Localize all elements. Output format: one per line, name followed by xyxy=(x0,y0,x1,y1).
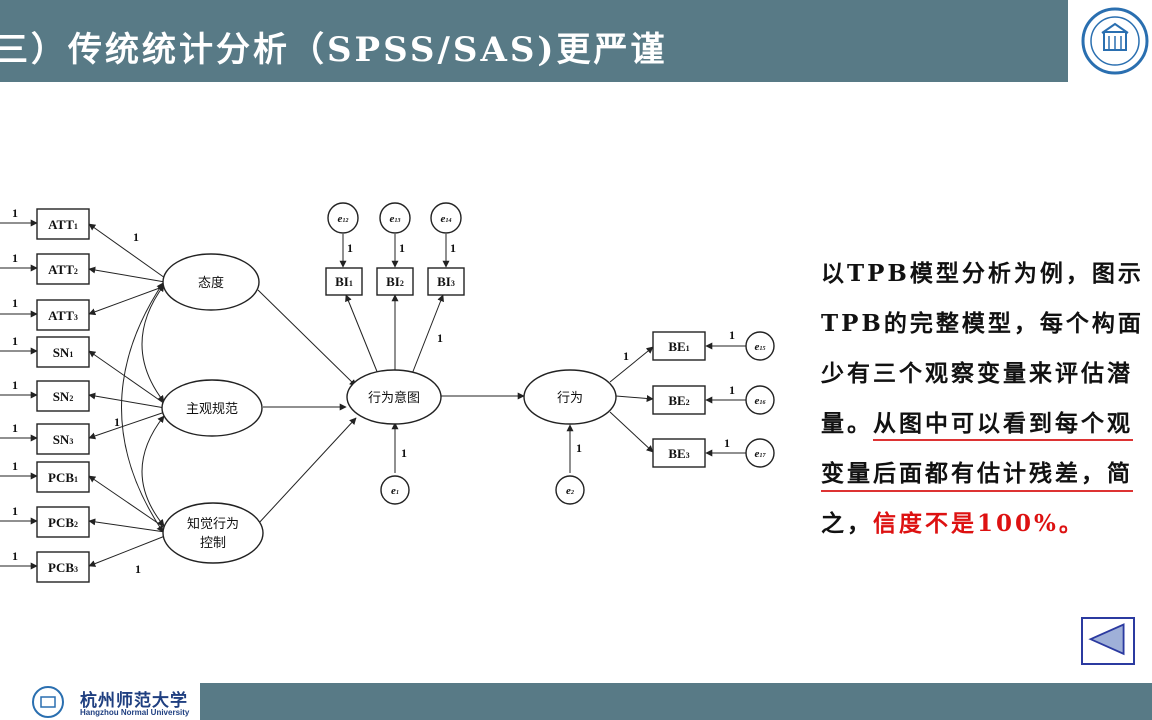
error-e2 xyxy=(555,475,585,505)
observed-att3 xyxy=(36,299,90,331)
label-intention: 行为意图 xyxy=(368,390,420,405)
svg-text:BI3: BI3 xyxy=(437,274,455,289)
loading-1: 1 xyxy=(724,436,730,450)
text-line-4: 量。从图中可以看到每个观 xyxy=(821,404,1133,441)
error-e14 xyxy=(430,202,462,234)
label-behavior: 行为 xyxy=(557,390,583,405)
label-attitude: 态度 xyxy=(198,275,224,290)
text-line-4a: 量。 xyxy=(821,410,873,437)
svg-text:BI1: BI1 xyxy=(335,274,353,289)
observed-pcb1 xyxy=(36,461,90,493)
text-line-5: 变量后面都有估计残差，简 xyxy=(821,454,1133,492)
observed-pcb2 xyxy=(36,506,90,538)
observed-be1 xyxy=(652,331,706,361)
loading-1: 1 xyxy=(450,241,456,255)
back-button[interactable] xyxy=(1081,617,1135,665)
loading-1: 1 xyxy=(12,504,18,518)
latent-pbc xyxy=(162,502,264,564)
label-pbc-1: 知觉行为 xyxy=(187,516,239,531)
svg-text:e2: e2 xyxy=(566,485,574,497)
svg-text:e12: e12 xyxy=(338,213,349,225)
text-line-1: 以TPB模型分析为例，图示 xyxy=(821,260,1144,287)
loading-1: 1 xyxy=(114,415,120,429)
observed-sn1 xyxy=(36,336,90,368)
label-subjective-norm: 主观规范 xyxy=(186,401,238,416)
loading-1: 1 xyxy=(12,334,18,348)
latent-subjective-norm xyxy=(161,379,263,437)
triangle-left-icon xyxy=(1088,623,1125,656)
svg-text:e16: e16 xyxy=(755,395,766,407)
error-e15 xyxy=(745,331,775,361)
observed-bi2 xyxy=(376,267,414,296)
svg-text:ATT3: ATT3 xyxy=(48,308,78,323)
observed-att2 xyxy=(36,253,90,285)
observed-att1 xyxy=(36,208,90,240)
error-e1 xyxy=(380,475,410,505)
loading-1: 1 xyxy=(729,383,735,397)
latent-attitude xyxy=(162,253,260,311)
observed-be3 xyxy=(652,438,706,468)
text-line-4b: 从图中可以看到每个观 xyxy=(873,410,1133,441)
loading-1: 1 xyxy=(12,296,18,310)
loading-1: 1 xyxy=(12,206,18,220)
observed-sn3 xyxy=(36,423,90,455)
observed-pcb3 xyxy=(36,551,90,583)
loading-1: 1 xyxy=(12,251,18,265)
svg-text:BE3: BE3 xyxy=(668,446,689,461)
error-e17 xyxy=(745,438,775,468)
label-pbc-2: 控制 xyxy=(200,535,226,550)
svg-text:SN2: SN2 xyxy=(53,389,74,404)
slide-title: 三）传统统计分析（SPSS/SAS)更严谨 xyxy=(0,30,668,70)
footer-seal-icon xyxy=(32,686,64,718)
loading-1: 1 xyxy=(729,328,735,342)
loading-1: 1 xyxy=(623,349,629,363)
footer-university-en: Hangzhou Normal University xyxy=(80,708,190,717)
error-e13 xyxy=(379,202,411,234)
loading-1: 1 xyxy=(133,230,139,244)
tpb-path-diagram: ATT1 ATT2 ATT3 SN1 SN2 SN3 PCB1 PCB2 PCB… xyxy=(0,202,775,583)
svg-text:BE1: BE1 xyxy=(668,339,689,354)
svg-text:e17: e17 xyxy=(755,448,767,460)
loading-1: 1 xyxy=(399,241,405,255)
text-line-6b: 信度不是100%。 xyxy=(873,510,1085,537)
loading-1: 1 xyxy=(12,459,18,473)
latent-intention xyxy=(346,369,442,425)
svg-text:BI2: BI2 xyxy=(386,274,404,289)
loading-1: 1 xyxy=(12,421,18,435)
svg-text:ATT2: ATT2 xyxy=(48,262,78,277)
loading-1: 1 xyxy=(135,562,141,576)
observed-be2 xyxy=(652,385,706,415)
explanation-text: 以TPB模型分析为例，图示 TPB的完整模型，每个构面 少有三个观察变量来评估潜… xyxy=(821,248,1152,538)
error-e16 xyxy=(745,385,775,415)
svg-text:e13: e13 xyxy=(390,213,401,225)
svg-text:BE2: BE2 xyxy=(668,393,689,408)
title-bar xyxy=(0,0,1068,82)
observed-bi3 xyxy=(427,267,465,296)
svg-text:PCB1: PCB1 xyxy=(48,470,78,485)
svg-text:ATT1: ATT1 xyxy=(48,217,78,232)
svg-text:e15: e15 xyxy=(755,341,766,353)
loading-1: 1 xyxy=(347,241,353,255)
svg-text:SN1: SN1 xyxy=(53,345,74,360)
svg-text:PCB3: PCB3 xyxy=(48,560,78,575)
loading-1: 1 xyxy=(12,378,18,392)
svg-text:e1: e1 xyxy=(391,485,399,497)
svg-text:PCB2: PCB2 xyxy=(48,515,78,530)
loading-1: 1 xyxy=(437,331,443,345)
svg-text:e14: e14 xyxy=(441,213,452,225)
observed-sn2 xyxy=(36,380,90,412)
svg-text:SN3: SN3 xyxy=(53,432,74,447)
observed-bi1 xyxy=(325,267,363,296)
error-e12 xyxy=(327,202,359,234)
text-line-6a: 之， xyxy=(821,510,873,537)
loading-1: 1 xyxy=(401,446,407,460)
text-line-6: 之，信度不是100%。 xyxy=(821,504,1085,538)
footer-university-name: 杭州师范大学 xyxy=(80,691,188,711)
university-seal-logo xyxy=(1081,7,1149,75)
latent-behavior xyxy=(523,369,617,425)
text-line-2: TPB的完整模型，每个构面 xyxy=(821,310,1144,337)
loading-1: 1 xyxy=(576,441,582,455)
text-line-3: 少有三个观察变量来评估潜 xyxy=(821,360,1133,387)
loading-1: 1 xyxy=(12,549,18,563)
